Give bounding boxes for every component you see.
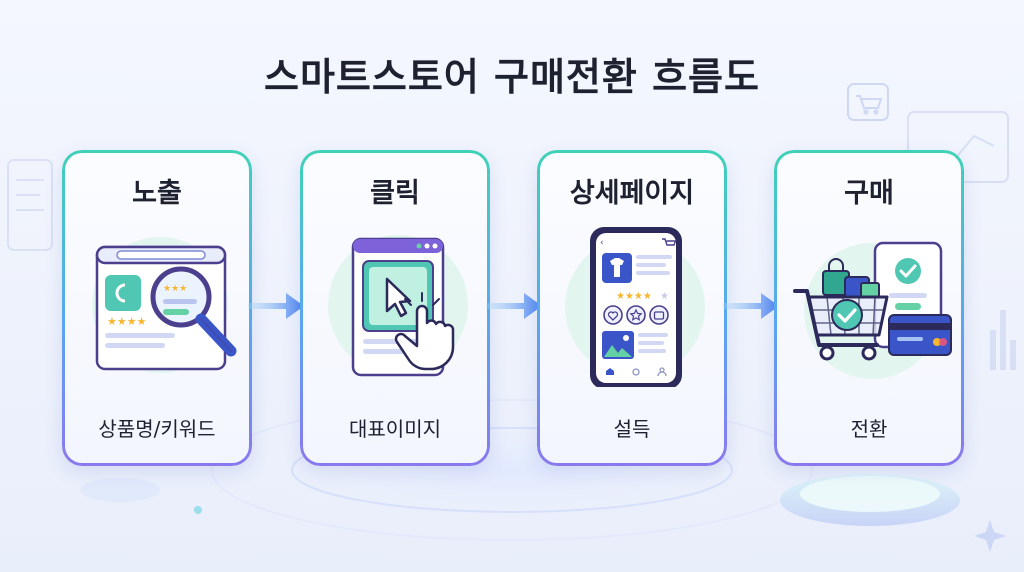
flow-arrow-icon [723,293,779,319]
smartphone-product-icon: ‹ ★★★★ ★ [565,227,705,387]
flow-arrow-icon [248,293,304,319]
page-title: 스마트스토어 구매전환 흐름도 [264,55,760,99]
svg-text:★★★: ★★★ [163,284,187,294]
step-title: 노출 [132,178,182,209]
magnifier-search-icon: ★★★★ ★★★ [92,237,237,373]
step-card-exposure: 노출 ★★★★ ★★★ 상품명/키워드 [62,150,252,466]
step-subtitle: 전환 [850,417,888,441]
step-subtitle: 상품명/키워드 [98,417,216,441]
step-title: 클릭 [370,178,420,209]
svg-text:★★★★: ★★★★ [107,315,147,328]
shopping-cart-checkout-icon [793,241,952,379]
step-card-purchase: 구매 전환 [774,150,964,466]
step-title: 구매 [844,178,894,209]
flow-arrow-icon [486,293,542,319]
svg-text:★★★★: ★★★★ [616,291,652,302]
step-card-click: 클릭 대표이미지 [300,150,490,466]
svg-text:‹: ‹ [600,238,604,248]
step-card-detail-page: 상세페이지 ‹ ★★★★ ★ 설득 [537,150,727,466]
step-subtitle: 대표이미지 [349,417,441,441]
step-title: 상세페이지 [569,178,695,209]
step-subtitle: 설득 [613,417,651,441]
svg-text:★: ★ [660,291,669,302]
cursor-click-icon [328,235,468,377]
